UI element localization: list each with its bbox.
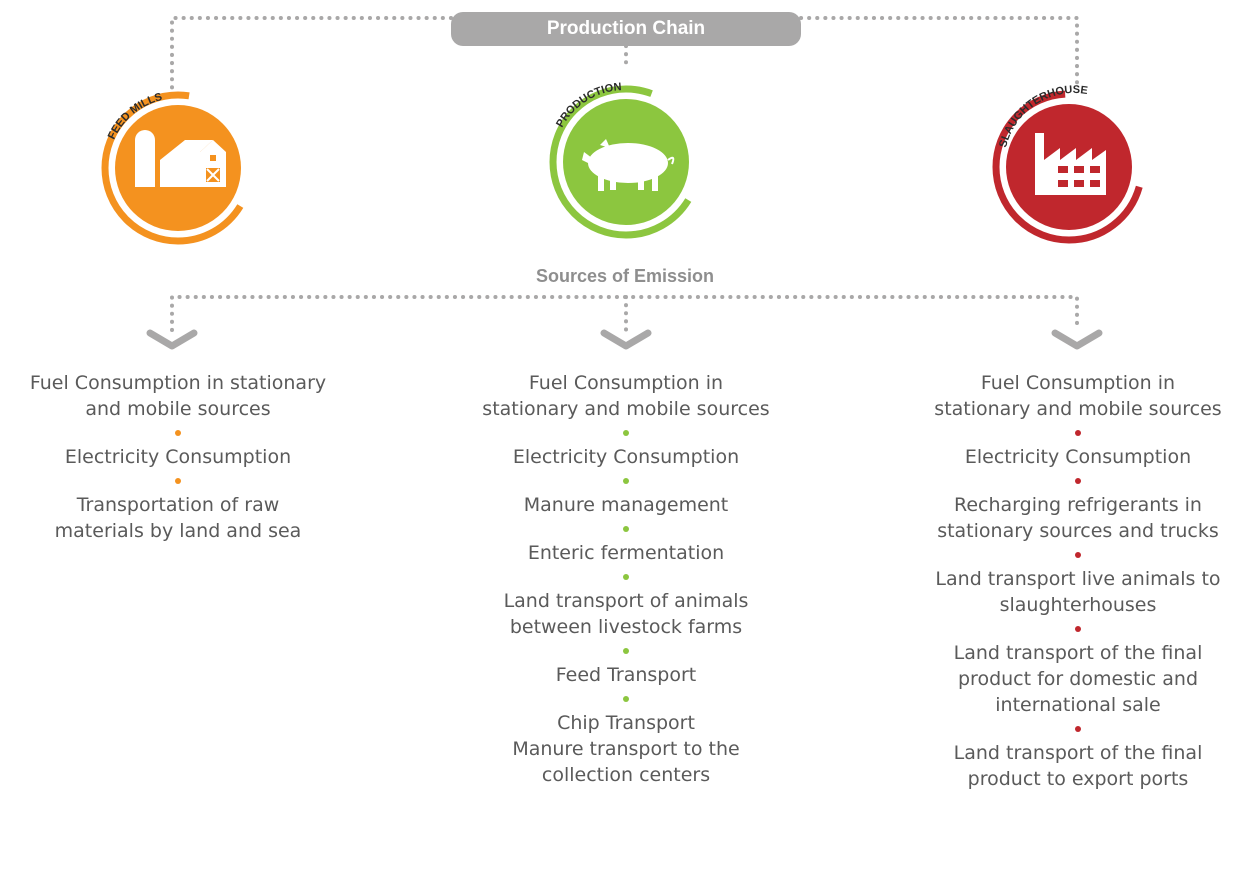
bullet-dot [440,640,812,662]
emission-source-item: Recharging refrigerants in stationary so… [937,494,1219,542]
emission-source-item: Electricity Consumption [64,446,292,468]
bullet-dot [908,718,1248,740]
bullet-dot [908,544,1248,566]
emission-source-item: Land transport live animals to slaughter… [935,568,1221,616]
bullet-dot [908,470,1248,492]
feed-mills-emission-list: Fuel Consumption in stationary and mobil… [0,370,356,544]
bullet-dot [908,618,1248,640]
bullet-dot [0,422,356,444]
emission-source-item: Electricity Consumption [512,446,740,468]
pig-icon [582,139,675,191]
chevron-down-icon [146,329,198,350]
emission-source-item: Fuel Consumption in stationary and mobil… [482,372,770,420]
emission-source-item: Chip Transport Manure transport to the c… [512,712,740,786]
sources-of-emission-label: Sources of Emission [535,266,715,286]
emission-source-item: Land transport of the final product for … [953,642,1203,716]
emission-source-item: Transportation of raw materials by land … [54,494,302,542]
bullet-dot [440,422,812,444]
emission-source-item: Fuel Consumption in stationary and mobil… [29,372,327,420]
bullet-dot [908,422,1248,444]
emission-source-item: Feed Transport [555,664,697,686]
production-badge: PRODUCTION [549,81,703,239]
chevron-down-icon [1051,329,1103,350]
production-chain-title: Production Chain [451,12,801,46]
slaughterhouse-emission-list: Fuel Consumption in stationary and mobil… [908,370,1248,792]
bullet-dot [0,470,356,492]
bullet-dot [440,566,812,588]
emission-source-item: Manure management [523,494,729,516]
factory-icon [1035,133,1106,195]
bullet-dot [440,688,812,710]
emission-source-item: Electricity Consumption [964,446,1192,468]
emission-source-item: Land transport of the final product to e… [953,742,1203,790]
emission-source-item: Land transport of animals between livest… [503,590,749,638]
emission-source-item: Fuel Consumption in stationary and mobil… [934,372,1222,420]
production-emission-list: Fuel Consumption in stationary and mobil… [440,370,812,788]
emission-source-item: Enteric fermentation [527,542,725,564]
chevron-down-icon [600,329,652,350]
bullet-dot [440,470,812,492]
farm-silo-barn-icon [135,130,226,187]
feed-mills-badge: FEED MILLS [101,91,255,245]
bullet-dot [440,518,812,540]
slaughterhouse-badge: SLAUGHTERHOUSE [992,84,1146,244]
